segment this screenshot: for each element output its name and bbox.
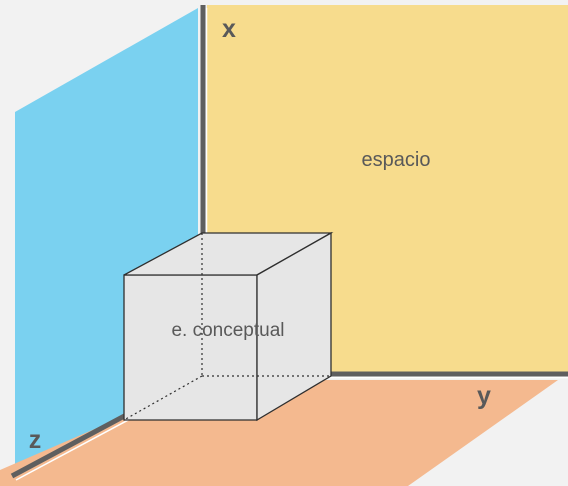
axis-x-label: x — [222, 15, 236, 43]
cube-front-face — [123, 274, 258, 421]
cube-label: e. conceptual — [171, 320, 284, 341]
cube-right-face — [256, 231, 332, 422]
plane-floor-orange — [0, 380, 558, 486]
space-label: espacio — [362, 149, 431, 171]
axis-y-label: y — [477, 382, 491, 410]
axis-z-label: z — [29, 426, 42, 454]
conceptual-cube: e. conceptual — [123, 231, 334, 422]
